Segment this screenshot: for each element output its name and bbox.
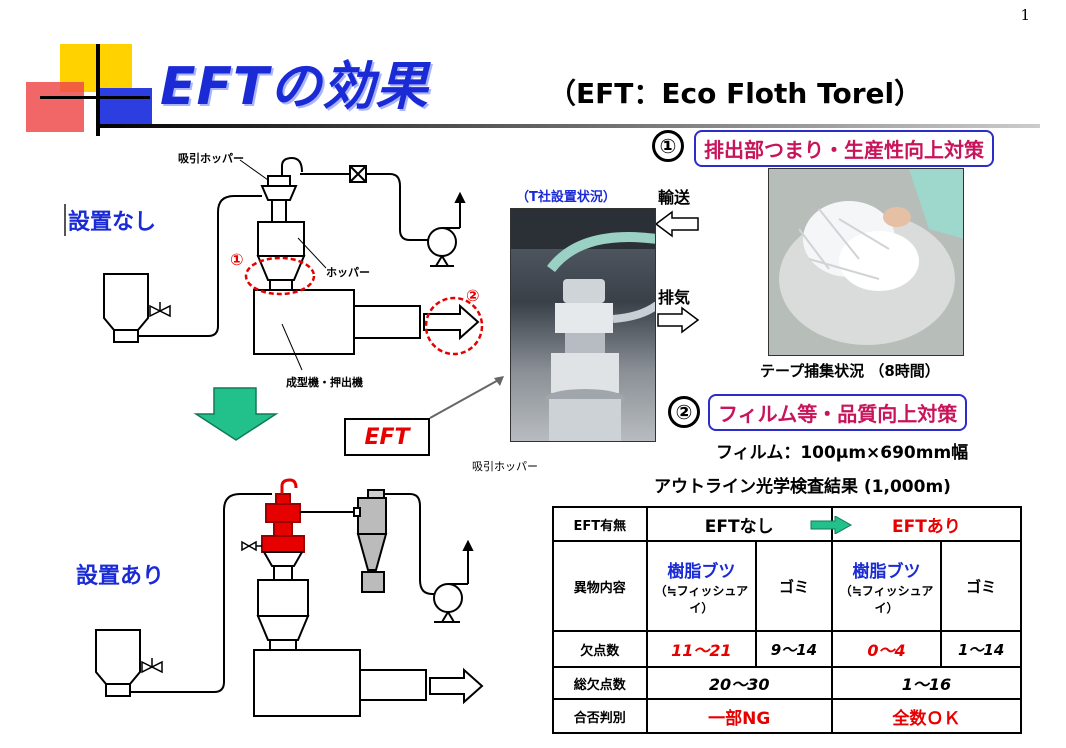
with-total: 1～16 — [830, 666, 1023, 700]
film-spec: フィルム：100μm×690mm幅 — [716, 443, 969, 463]
with-resin-count: 0～4 — [830, 630, 943, 668]
slide-number: 1 — [1020, 6, 1030, 24]
table-row: EFT有無 EFTなし EFTあり — [552, 506, 1023, 542]
table-row: 総欠点数 20～30 1～16 — [552, 666, 1023, 700]
title-divider — [96, 124, 1040, 128]
table-row: 欠点数 11～21 9～14 0～4 1～14 — [552, 630, 1022, 668]
judge-label: 合否判別 — [552, 698, 648, 734]
with-eft-heading: 設置あり — [76, 564, 165, 589]
eft-label-box: EFT — [344, 418, 430, 456]
installation-caption: （T社設置状況） — [516, 190, 616, 205]
without-resin-count: 11～21 — [645, 630, 758, 668]
exhaust-label: 排気 — [658, 288, 691, 307]
without-eft-text: EFTなし — [704, 516, 774, 537]
resin-label: 樹脂ブツ — [852, 561, 921, 582]
resin-note: （≒フィッシュアイ） — [839, 583, 934, 615]
without-dust-header: ゴミ — [755, 540, 833, 632]
comparison-arrow-icon — [810, 516, 852, 534]
contents-label: 異物内容 — [552, 540, 648, 632]
without-eft-heading: 設置なし — [64, 204, 156, 236]
transport-label: 輸送 — [658, 188, 691, 207]
section1-number: ① — [652, 130, 684, 162]
with-dust-header: ゴミ — [940, 540, 1022, 632]
table-row: 合否判別 一部NG 全数ＯＫ — [552, 698, 1023, 734]
page-title: EFTの効果 — [160, 57, 429, 117]
tape-collection-photo — [768, 168, 964, 356]
resin-note: （≒フィッシュアイ） — [654, 583, 749, 615]
without-dust-count: 9～14 — [755, 630, 833, 668]
with-judge: 全数ＯＫ — [830, 698, 1023, 734]
section2-heading: フィルム等・品質向上対策 — [708, 394, 968, 431]
marker-2: ② — [466, 286, 480, 305]
section2-number: ② — [668, 396, 700, 428]
suction-hopper-label-top: 吸引ホッパー — [178, 152, 244, 165]
without-total: 20～30 — [645, 666, 833, 700]
installation-photo — [510, 208, 656, 442]
total-label: 総欠点数 — [552, 666, 648, 700]
without-eft-header: EFTなし — [645, 506, 852, 542]
eft-header-label: EFT有無 — [552, 506, 648, 542]
tape-collection-caption: テープ捕集状況 （8時間） — [760, 362, 940, 380]
photo-suction-hopper-label: 吸引ホッパー — [472, 460, 538, 473]
section1-heading: 排出部つまり・生産性向上対策 — [694, 130, 994, 167]
with-eft-header: EFTあり — [830, 506, 1023, 542]
without-judge: 一部NG — [645, 698, 833, 734]
with-resin-header: 樹脂ブツ （≒フィッシュアイ） — [830, 540, 943, 632]
hopper-label: ホッパー — [326, 266, 370, 279]
page-subtitle: （EFT：Eco Floth Torel） — [548, 77, 923, 110]
inspection-title: アウトライン光学検査結果 (1,000m) — [654, 477, 951, 497]
table-row: 異物内容 樹脂ブツ （≒フィッシュアイ） ゴミ 樹脂ブツ （≒フィッシュアイ） … — [552, 540, 1022, 632]
inspection-result-table: EFT有無 EFTなし EFTあり 異物内容 樹脂ブツ （≒フィッシュアイ） ゴ… — [552, 506, 1023, 734]
marker-1: ① — [230, 250, 244, 269]
defect-label: 欠点数 — [552, 630, 648, 668]
without-resin-header: 樹脂ブツ （≒フィッシュアイ） — [645, 540, 758, 632]
machine-label: 成型機・押出機 — [286, 376, 363, 389]
resin-label: 樹脂ブツ — [667, 561, 736, 582]
with-dust-count: 1～14 — [940, 630, 1022, 668]
